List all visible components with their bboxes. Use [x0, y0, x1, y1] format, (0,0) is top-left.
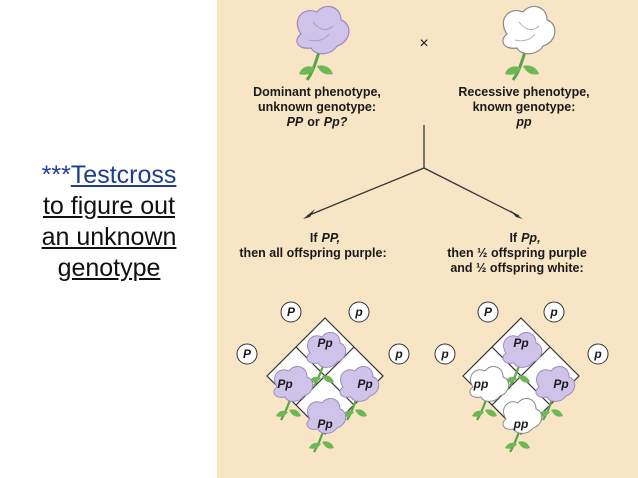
- caption-line3: an unknown: [41, 223, 177, 251]
- dominant-or: or: [307, 115, 320, 129]
- right-outcome-line2: then ½ offspring purple: [447, 246, 587, 260]
- caption-line1: ***Testcross: [6, 160, 212, 191]
- right-side-gamete-1: p: [440, 347, 448, 361]
- right-top-gamete-2: p: [549, 305, 557, 319]
- left-side-gamete-2: p: [394, 347, 402, 361]
- right-cell-bottom-genotype: pp: [513, 417, 529, 431]
- right-side-gamete-2: p: [593, 347, 601, 361]
- right-outcome-line1: If Pp,: [509, 231, 540, 245]
- testcross-diagram-svg: × Dominant phenotype, unknown genotype: …: [236, 4, 609, 454]
- left-cell-right-flower-icon: [338, 365, 380, 422]
- right-cell-right-genotype: Pp: [553, 377, 568, 391]
- punnett-square-left: P p P p Pp Pp Pp Pp: [236, 301, 410, 454]
- dominant-geno-a: PP: [287, 115, 304, 129]
- left-cell-right-genotype: Pp: [357, 377, 372, 391]
- dominant-geno-b: Pp?: [324, 115, 348, 129]
- right-cell-left-genotype: pp: [473, 377, 489, 391]
- left-top-gamete-2: p: [354, 305, 362, 319]
- recessive-label-line1: Recessive phenotype,: [458, 85, 589, 99]
- recessive-genotype: pp: [515, 115, 532, 129]
- left-top-gamete-1: P: [287, 305, 296, 319]
- recessive-label-line2: known genotype:: [473, 100, 576, 114]
- caption-line4: genotype: [57, 254, 161, 282]
- right-cell-top-genotype: Pp: [513, 336, 528, 350]
- left-geno: PP,: [322, 231, 341, 245]
- left-cell-top-genotype: Pp: [317, 336, 332, 350]
- testcross-diagram: × Dominant phenotype, unknown genotype: …: [217, 0, 638, 478]
- right-geno: Pp,: [521, 231, 540, 245]
- left-outcome-line1: If PP,: [310, 231, 340, 245]
- slide-caption: ***Testcross to figure out an unknown ge…: [6, 160, 212, 284]
- right-cell-right-flower-icon: [534, 365, 576, 422]
- parent-purple-flower-icon: [295, 4, 351, 82]
- caption-stars: ***: [41, 161, 71, 189]
- left-if: If: [310, 231, 318, 245]
- right-if: If: [509, 231, 517, 245]
- left-cell-left-genotype: Pp: [277, 377, 292, 391]
- caption-line2: to figure out: [42, 192, 176, 220]
- left-side-gamete-1: P: [243, 347, 252, 361]
- dominant-label-line1: Dominant phenotype,: [253, 85, 381, 99]
- arrow-right-head: [510, 210, 523, 219]
- left-cell-bottom-genotype: Pp: [317, 417, 332, 431]
- dominant-label-line2: unknown genotype:: [258, 100, 376, 114]
- arrow-left-head: [303, 209, 315, 219]
- right-top-gamete-1: P: [484, 305, 493, 319]
- right-outcome-line3: and ½ offspring white:: [450, 261, 583, 275]
- punnett-square-right: P p p p Pp pp Pp pp: [434, 301, 609, 454]
- cross-symbol: ×: [419, 35, 428, 52]
- left-outcome-line2: then all offspring purple:: [239, 246, 386, 260]
- branch-arrows: [306, 125, 520, 217]
- parent-white-flower-icon: [501, 4, 557, 82]
- testcross-link[interactable]: Testcross: [70, 161, 177, 189]
